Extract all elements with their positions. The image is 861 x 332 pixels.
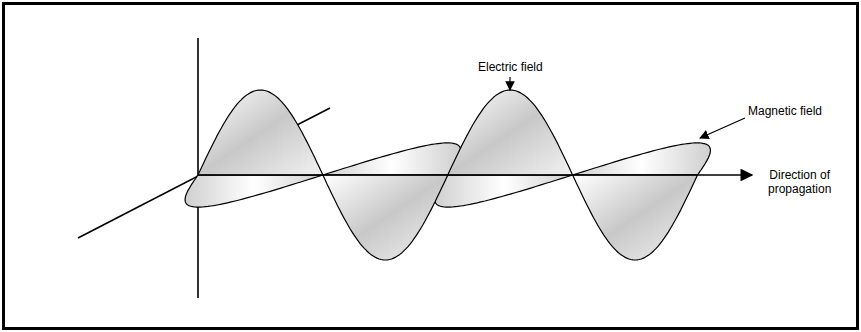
electric-lobe <box>323 175 448 260</box>
leader-arrow <box>700 118 745 138</box>
magnetic-lobe <box>185 175 323 207</box>
magnetic-lobe <box>323 143 461 175</box>
leader-arrow <box>509 77 510 90</box>
vertical-axis <box>197 38 199 298</box>
magnetic-lobe <box>573 143 711 175</box>
propagation-axis <box>198 174 752 176</box>
electric-lobe <box>198 90 323 175</box>
field-label: Electric field <box>478 60 543 74</box>
field-label: Magnetic field <box>748 104 822 118</box>
axis-label: Direction of propagation <box>768 168 831 196</box>
electric-lobe <box>573 175 698 260</box>
magnetic-lobe <box>435 175 573 207</box>
electric-lobe <box>448 90 573 175</box>
